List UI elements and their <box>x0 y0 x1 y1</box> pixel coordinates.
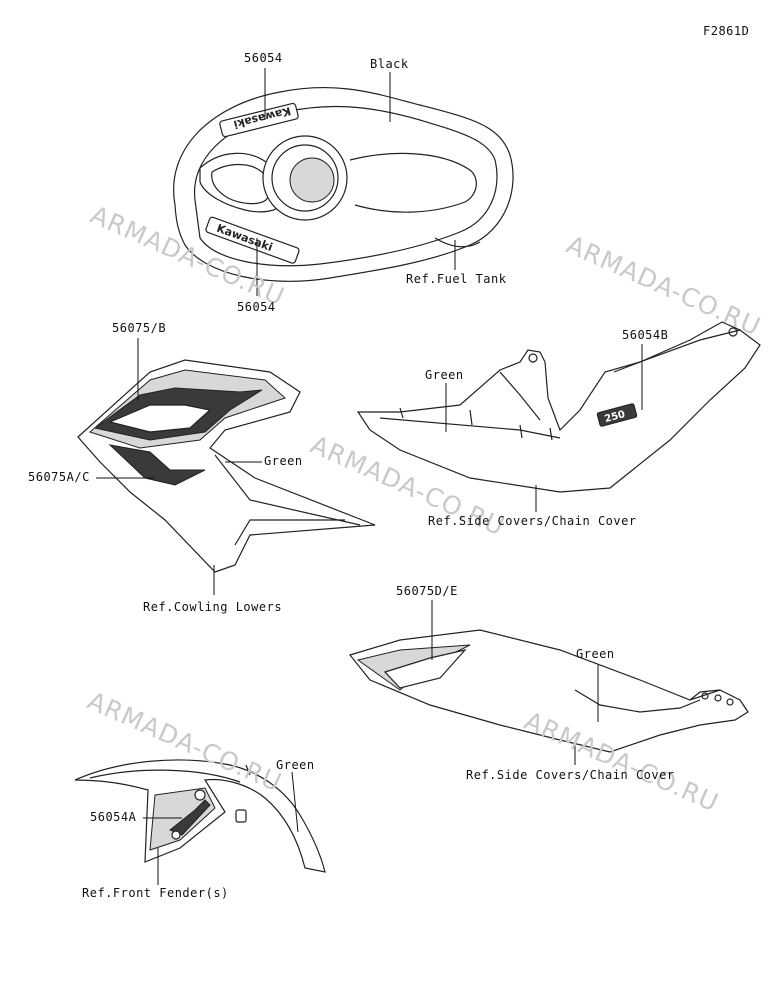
tank-decal-top-label: 56054 <box>244 51 283 65</box>
cowl-ref-label: Ref.Cowling Lowers <box>143 600 283 614</box>
sidecover-ref-label: Ref.Side Covers/Chain Cover <box>428 514 637 528</box>
fender-color-label: Green <box>276 758 315 772</box>
fender-ref-label: Ref.Front Fender(s) <box>82 886 229 900</box>
cowl-color-label: Green <box>264 454 303 468</box>
tank-ref-label: Ref.Fuel Tank <box>406 272 507 286</box>
sidecover-color-label: Green <box>425 368 464 382</box>
cowling-lower-part <box>77 359 376 573</box>
side-cover-part: 250 <box>356 321 761 493</box>
fuel-tank-part: Kawasaki Kawasaki <box>173 87 514 282</box>
tail-color-label: Green <box>576 647 615 661</box>
tail-decal-label: 56075D/E <box>396 584 458 598</box>
front-fender-part <box>74 759 326 873</box>
side-badge-decal: 250 <box>596 403 638 427</box>
figure-code: F2861D <box>703 24 750 38</box>
sidecover-decal-label: 56054B <box>622 328 669 342</box>
tail-ref-label: Ref.Side Covers/Chain Cover <box>466 768 675 782</box>
cowl-decal-top-label: 56075/B <box>112 321 167 335</box>
tail-cover-part <box>348 629 749 753</box>
fender-decal-label: 56054A <box>90 810 137 824</box>
side-badge-text: 250 <box>603 409 626 425</box>
tank-color-label: Black <box>370 57 409 71</box>
cowl-decal-side-label: 56075A/C <box>28 470 90 484</box>
tank-decal-bottom-label: 56054 <box>237 300 276 314</box>
